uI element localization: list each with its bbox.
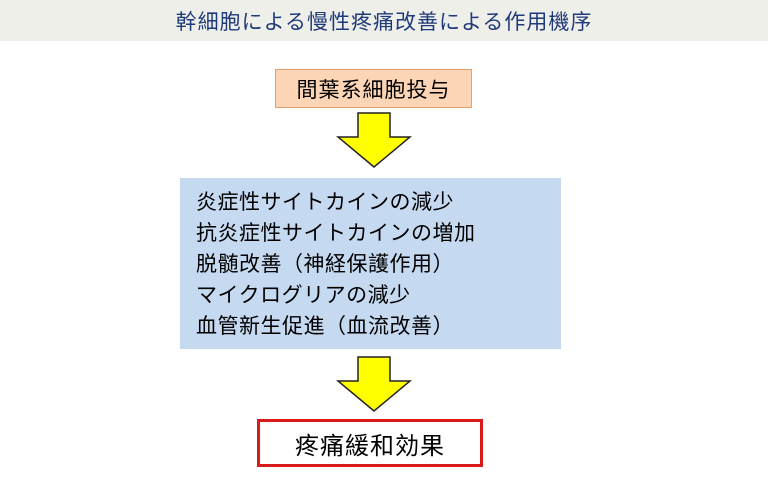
mechanism-item: 血管新生促進（血流改善）: [196, 314, 454, 338]
mechanism-box: 炎症性サイトカインの減少 抗炎症性サイトカインの増加 脱髄改善（神経保護作用） …: [180, 178, 561, 349]
administration-label: 間葉系細胞投与: [296, 77, 451, 102]
pain-relief-label: 疼痛緩和効果: [295, 431, 445, 460]
mechanism-item: マイクログリアの減少: [196, 283, 411, 307]
administration-box: 間葉系細胞投与: [275, 69, 472, 108]
mechanism-item: 炎症性サイトカインの減少: [196, 190, 454, 214]
pain-relief-box: 疼痛緩和効果: [257, 419, 483, 467]
mechanism-item: 脱髄改善（神経保護作用）: [196, 252, 454, 276]
title-bar: 幹細胞による慢性疼痛改善による作用機序: [0, 0, 768, 41]
down-arrow-icon: [336, 112, 412, 168]
down-arrow-icon: [336, 356, 412, 412]
slide-title: 幹細胞による慢性疼痛改善による作用機序: [175, 9, 593, 34]
mechanism-item: 抗炎症性サイトカインの増加: [196, 221, 476, 245]
